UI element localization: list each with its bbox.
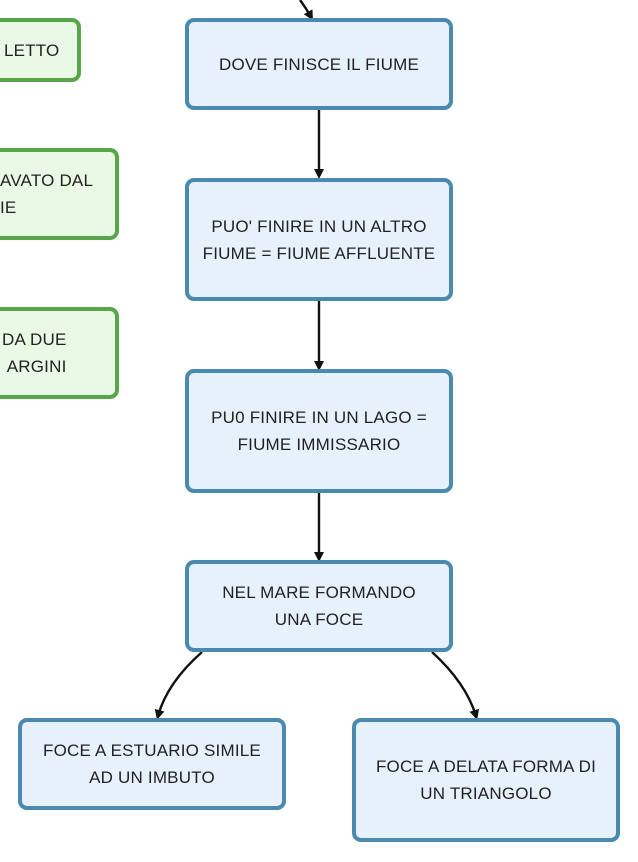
side-node-letto: LETTO: [0, 18, 81, 82]
side-node-text: DA DUE ARGINI: [2, 330, 67, 376]
side-node-argini: DA DUE ARGINI: [0, 307, 119, 399]
node-text: FOCE A DELATA FORMA DI UN TRIANGOLO: [375, 757, 597, 803]
side-node-scavato: AVATO DAL IE: [0, 148, 119, 240]
node-fiume-affluente: PUO' FINIRE IN UN ALTRO FIUME = FIUME AF…: [185, 178, 453, 301]
node-text: DOVE FINISCE IL FIUME: [218, 54, 420, 74]
node-text: NEL MARE FORMANDO UNA FOCE: [222, 583, 416, 629]
arrow-mare-to-delta: [431, 651, 480, 720]
node-foce-estuario: FOCE A ESTUARIO SIMILE AD UN IMBUTO: [18, 718, 286, 810]
node-text: PUO' FINIRE IN UN ALTRO FIUME = FIUME AF…: [202, 216, 436, 263]
node-mare-foce: NEL MARE FORMANDO UNA FOCE: [185, 560, 453, 652]
node-dove-finisce: DOVE FINISCE IL FIUME: [185, 18, 453, 110]
side-node-text: AVATO DAL IE: [0, 171, 94, 217]
arrow-incoming-top: [299, 0, 313, 21]
node-foce-delta: FOCE A DELATA FORMA DI UN TRIANGOLO: [352, 718, 620, 842]
node-fiume-immissario: PU0 FINIRE IN UN LAGO = FIUME IMMISSARIO: [185, 369, 453, 493]
node-text: FOCE A ESTUARIO SIMILE AD UN IMBUTO: [43, 741, 261, 787]
arrow-mare-to-estuario: [154, 651, 203, 720]
side-node-text: LETTO: [4, 40, 60, 60]
node-text: PU0 FINIRE IN UN LAGO = FIUME IMMISSARIO: [211, 408, 427, 454]
